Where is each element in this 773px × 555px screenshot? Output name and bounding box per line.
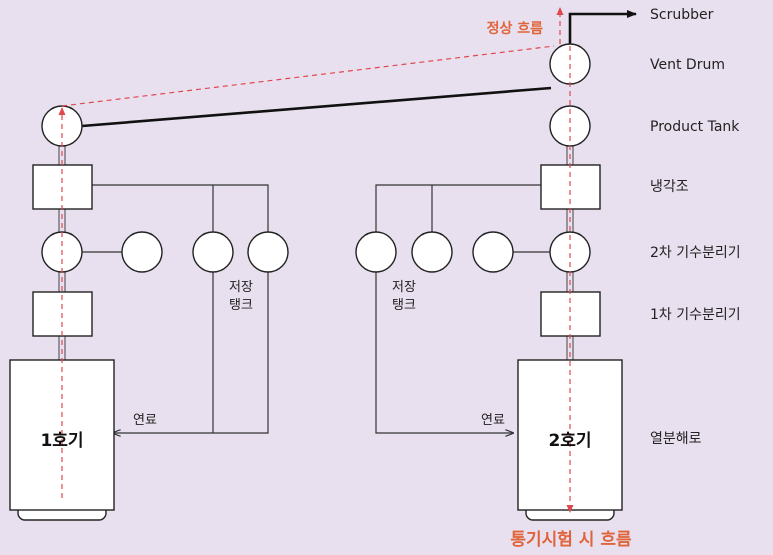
unit1-storage-label-2: 탱크 xyxy=(229,298,253,313)
label-separator1: 1차 기수분리기 xyxy=(650,307,741,323)
unit1-storage-tank-a xyxy=(192,231,234,273)
unit-labels: 1호기 2호기 xyxy=(40,431,591,451)
label-product-tank: Product Tank xyxy=(650,119,740,135)
label-cooling-tank: 냉각조 xyxy=(650,179,689,195)
unit2-storage-piping xyxy=(375,184,550,433)
flow-labels: 정상 흐름 통기시험 시 흐름 xyxy=(487,20,632,550)
storage-tank-labels: 저장 탱크 저장 탱크 xyxy=(229,280,416,313)
unit2-fuel-label: 연료 xyxy=(481,413,505,428)
unit1-components xyxy=(9,105,289,521)
side-labels: Scrubber Vent Drum Product Tank 냉각조 2차 기… xyxy=(650,7,741,447)
unit1-storage-label-1: 저장 xyxy=(229,280,253,295)
vent-test-flow-path xyxy=(58,7,574,513)
unit2-storage-label-1: 저장 xyxy=(392,280,416,295)
unit1-storage-piping xyxy=(82,184,269,433)
unit1-label: 1호기 xyxy=(40,431,83,451)
unit2-storage-label-2: 탱크 xyxy=(392,298,416,313)
unit2-storage-tank-a xyxy=(355,231,397,273)
unit1-separator2-b xyxy=(121,231,163,273)
normal-flow-label: 정상 흐름 xyxy=(487,20,544,37)
label-reactor: 열분해로 xyxy=(650,431,702,447)
label-separator2: 2차 기수분리기 xyxy=(650,245,741,261)
unit2-storage-tank-b xyxy=(411,231,453,273)
label-vent-drum: Vent Drum xyxy=(650,57,725,73)
vent-line xyxy=(81,10,637,128)
fuel-labels: 연료 연료 xyxy=(133,413,505,428)
vent-test-flow-label: 통기시험 시 흐름 xyxy=(510,529,632,550)
unit2-label: 2호기 xyxy=(548,431,591,451)
unit1-fuel-label: 연료 xyxy=(133,413,157,428)
unit1-storage-tank-b xyxy=(247,231,289,273)
label-scrubber: Scrubber xyxy=(650,7,714,23)
unit2-separator2-b xyxy=(472,231,514,273)
